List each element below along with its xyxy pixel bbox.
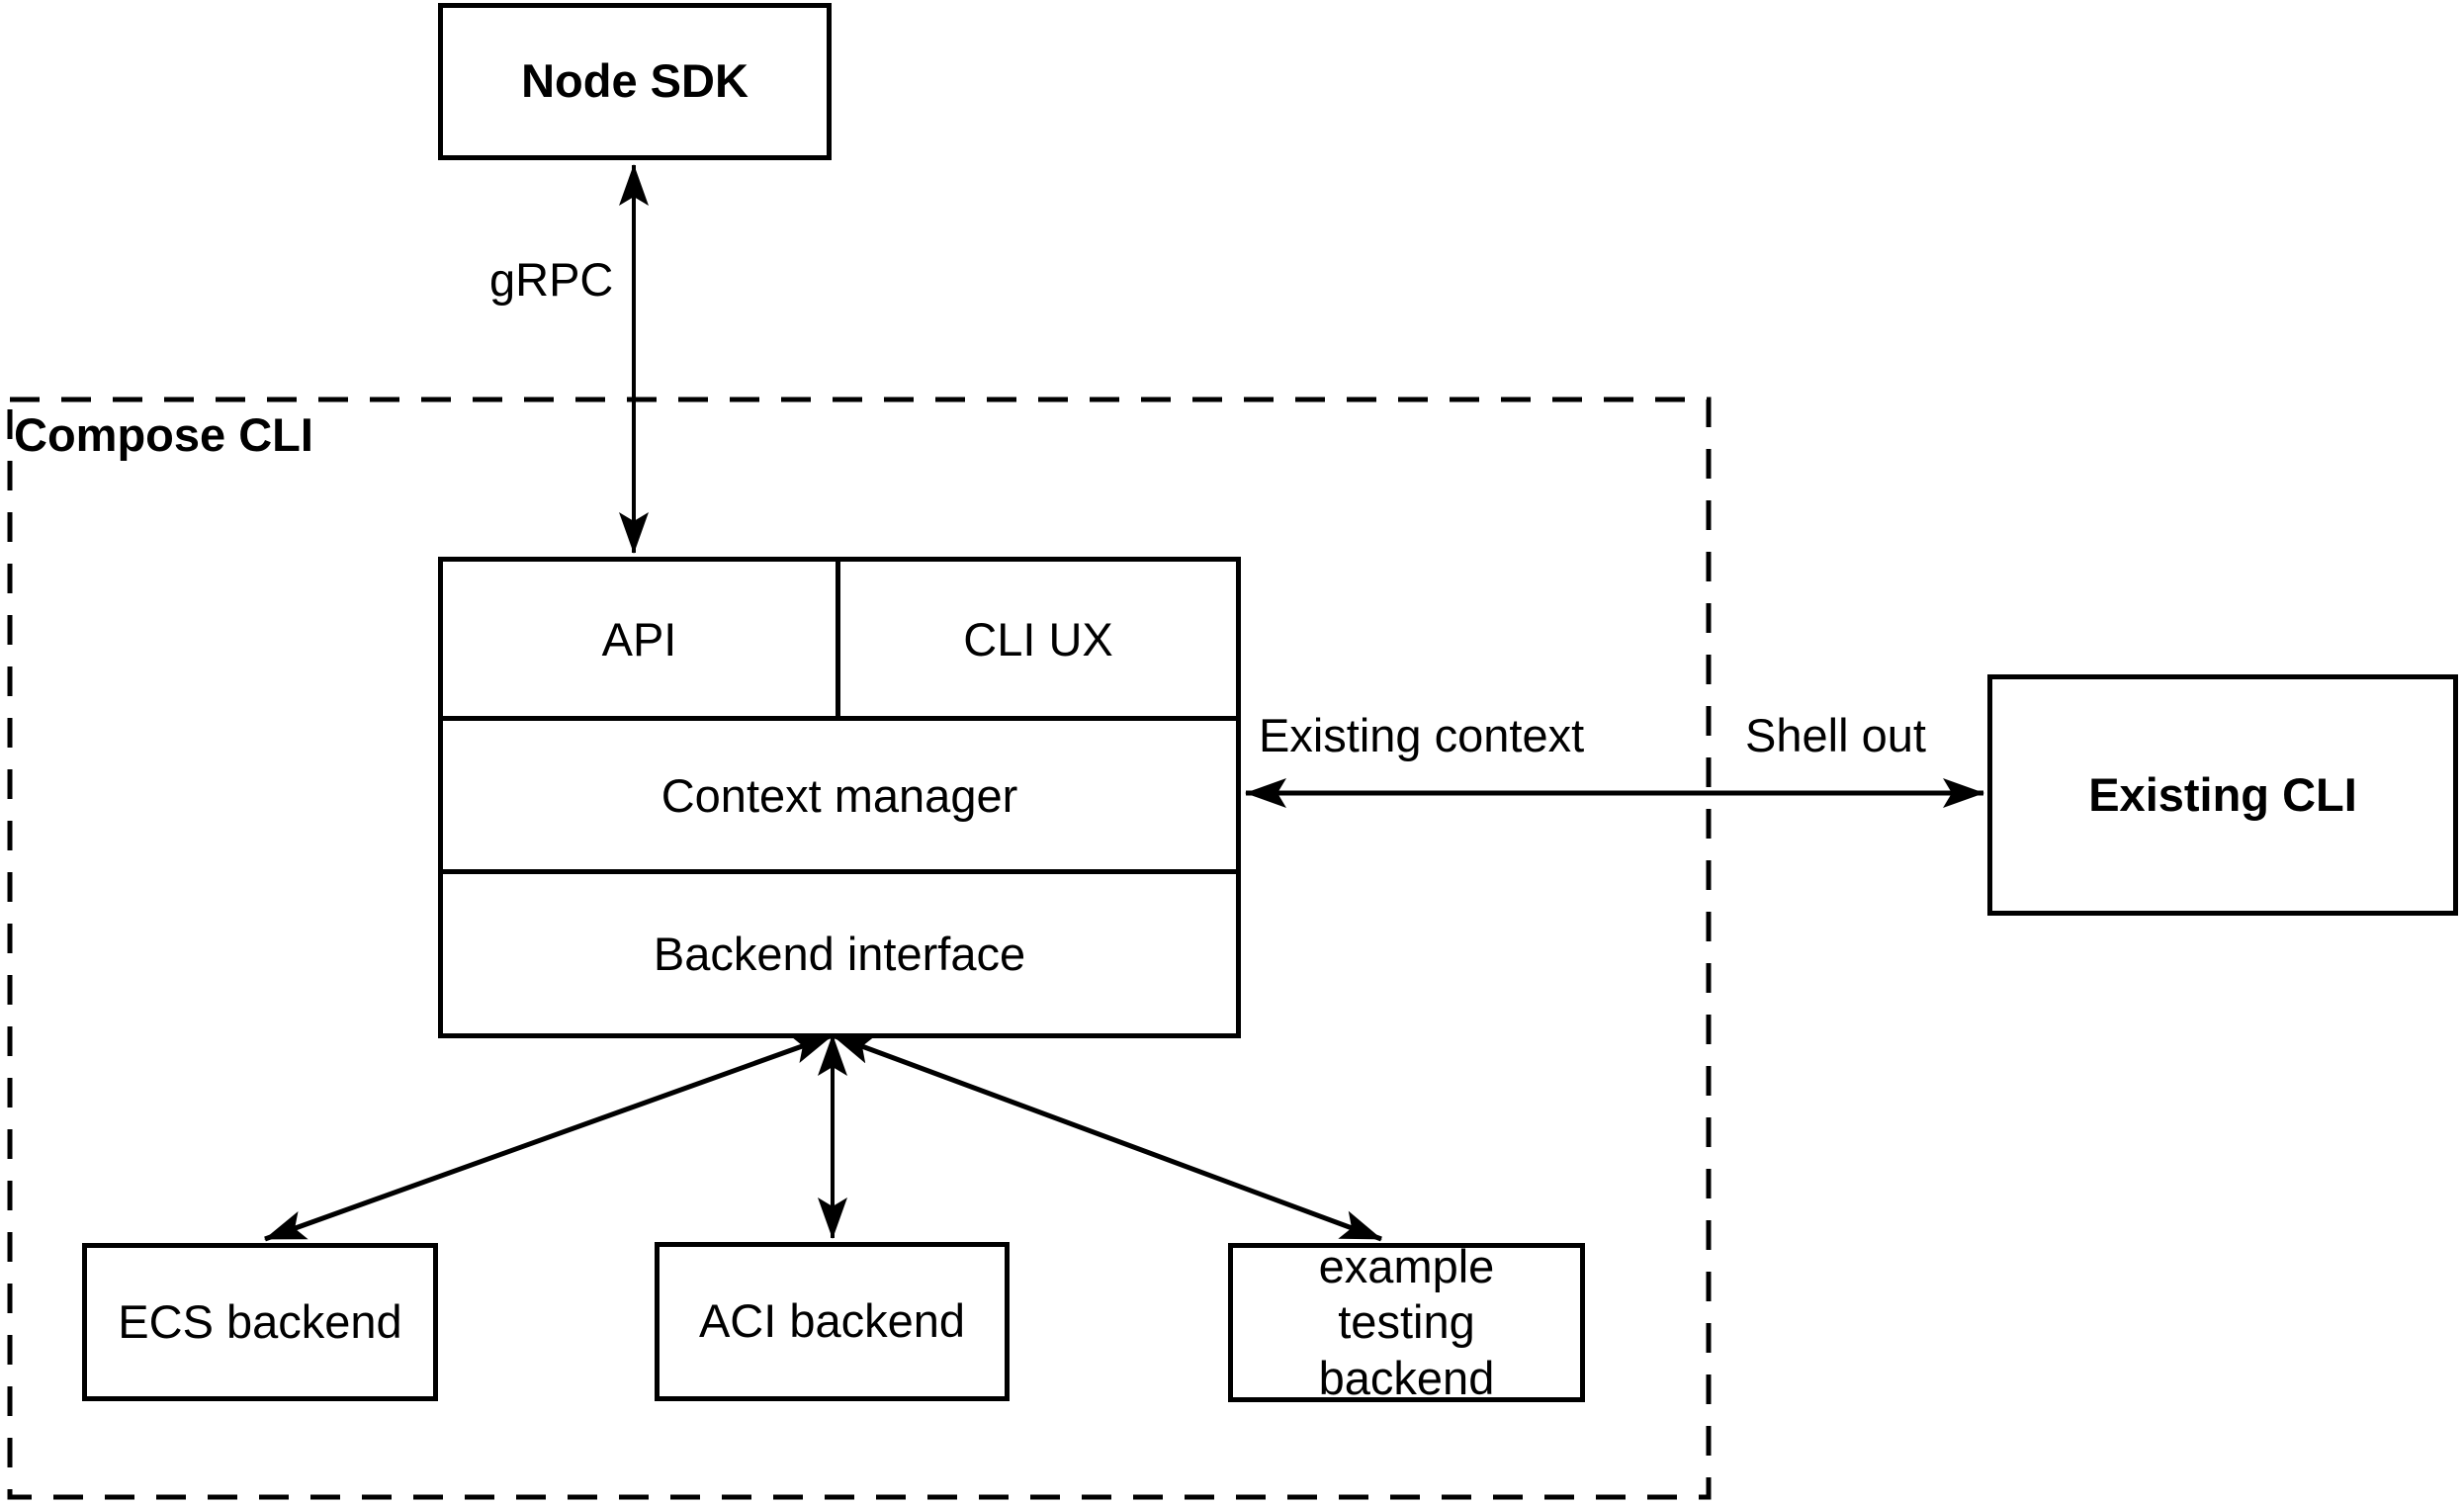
aci-backend-box: ACI backend <box>655 1242 1010 1401</box>
backend-interface-label: Backend interface <box>653 928 1026 980</box>
cli-stack-box: API CLI UX Context manager Backend inter… <box>438 557 1241 1038</box>
api-cliux-divider <box>836 562 840 716</box>
node-sdk-box: Node SDK <box>438 3 832 160</box>
example-testing-backend-label: example testing backend <box>1318 1239 1495 1404</box>
cli-ux-cell: CLI UX <box>840 562 1236 716</box>
compose-cli-group-label: Compose CLI <box>14 408 313 461</box>
backend-interface-cell: Backend interface <box>443 874 1236 1033</box>
cli-ux-label: CLI UX <box>963 612 1113 665</box>
context-manager-label: Context manager <box>660 768 1018 822</box>
api-label: API <box>601 612 677 665</box>
node-sdk-label: Node SDK <box>521 54 748 108</box>
existing-cli-box: Existing CLI <box>1987 674 2458 916</box>
backend-interface-to-ecs-arrow <box>264 1032 834 1242</box>
aci-backend-label: ACI backend <box>698 1294 966 1348</box>
existing-context-edge-label: Existing context <box>1259 709 1585 761</box>
api-cell: API <box>443 562 836 716</box>
existing-cli-label: Existing CLI <box>2088 767 2357 821</box>
compose-cli-group-border <box>7 397 1712 1500</box>
backend-interface-to-example-arrow <box>832 1032 1382 1242</box>
row-divider-2 <box>443 869 1236 874</box>
grpc-edge-label: gRPC <box>489 253 614 306</box>
ecs-backend-box: ECS backend <box>82 1243 438 1401</box>
shell-out-edge-label: Shell out <box>1745 709 1926 761</box>
context-manager-cell: Context manager <box>443 721 1236 869</box>
example-testing-backend-box: example testing backend <box>1228 1240 1585 1404</box>
row-divider-1 <box>443 716 1236 721</box>
ecs-backend-label: ECS backend <box>118 1294 402 1348</box>
